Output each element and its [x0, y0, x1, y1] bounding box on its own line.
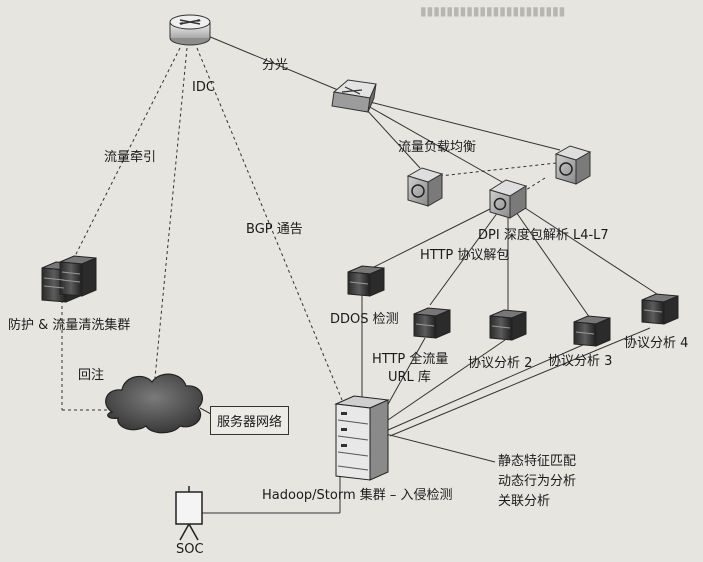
load-balancer-right-icon — [554, 145, 592, 185]
router-icon — [169, 14, 211, 46]
dynamic-behavior-label: 动态行为分析 — [498, 474, 577, 489]
dpi-label: DPI 深度包解析 L4-L7 — [478, 228, 609, 243]
link-dpi-proto3 — [515, 211, 591, 319]
server-network-box: 服务器网络 — [210, 406, 290, 435]
link-dpi-http — [429, 211, 499, 306]
idc-label: IDC — [192, 80, 215, 95]
split-label: 分光 — [262, 58, 289, 73]
proto3-server-icon — [573, 315, 611, 347]
reinject-label: 回注 — [78, 368, 105, 383]
bgp-label: BGP 通告 — [246, 222, 303, 237]
solid-links — [199, 35, 661, 514]
link-cloud-servernet — [199, 407, 212, 415]
url-lib-label: URL 库 — [388, 370, 431, 385]
link-router-cloud — [154, 47, 188, 379]
ddos-server-icon — [347, 265, 385, 297]
background-text-block: ▮▮▮▮▮▮▮▮▮▮▮▮▮▮▮▮▮▮▮▮▮▮ — [420, 4, 566, 18]
hadoop-label: Hadoop/Storm 集群 – 入侵检测 — [262, 488, 453, 503]
http-server-icon — [413, 307, 451, 339]
link-lb-right-dpi — [509, 177, 546, 201]
load-balance-label: 流量负载均衡 — [398, 140, 477, 155]
link-lb-left-right — [421, 161, 566, 179]
defense-cluster-label: 防护 & 流量清洗集群 — [8, 318, 131, 333]
static-feature-label: 静态特征匹配 — [498, 454, 577, 469]
link-http-hadoop — [381, 337, 426, 416]
http-full-label: HTTP 全流量 — [372, 352, 449, 367]
proto2-server-icon — [489, 309, 527, 341]
link-proto2-hadoop — [384, 339, 506, 423]
link-hadoop-analysis — [377, 431, 496, 463]
proto2-label: 协议分析 2 — [468, 356, 533, 371]
proto4-server-icon — [641, 293, 679, 325]
internet-cloud-icon — [105, 373, 203, 434]
hadoop-rack-icon — [334, 395, 390, 481]
splitter-icon — [331, 79, 377, 113]
load-balancer-left-icon — [406, 167, 444, 207]
correlation-label: 关联分析 — [498, 494, 551, 509]
link-splitter-dpi — [367, 105, 503, 183]
link-dpi-ddos — [371, 207, 493, 269]
link-proto4-hadoop — [389, 327, 651, 437]
link-router-splitter — [207, 35, 339, 91]
http-parse-label: HTTP 协议解包 — [420, 248, 510, 263]
defense-cluster-icon — [41, 255, 97, 303]
dashed-links — [61, 47, 566, 411]
soc-label: SOC — [176, 542, 204, 557]
soc-display-icon — [175, 486, 203, 541]
dpi-device-icon — [488, 179, 528, 219]
proto4-label: 协议分析 4 — [624, 336, 689, 351]
ddos-label: DDOS 检测 — [330, 312, 399, 327]
proto3-label: 协议分析 3 — [548, 354, 613, 369]
link-splitter-lb-right — [369, 101, 561, 151]
link-proto3-hadoop — [387, 343, 586, 431]
link-splitter-lb-left — [364, 107, 421, 169]
link-dpi-proto4 — [521, 205, 661, 297]
link-router-defense — [71, 47, 181, 263]
traffic-pull-label: 流量牵引 — [104, 150, 157, 165]
